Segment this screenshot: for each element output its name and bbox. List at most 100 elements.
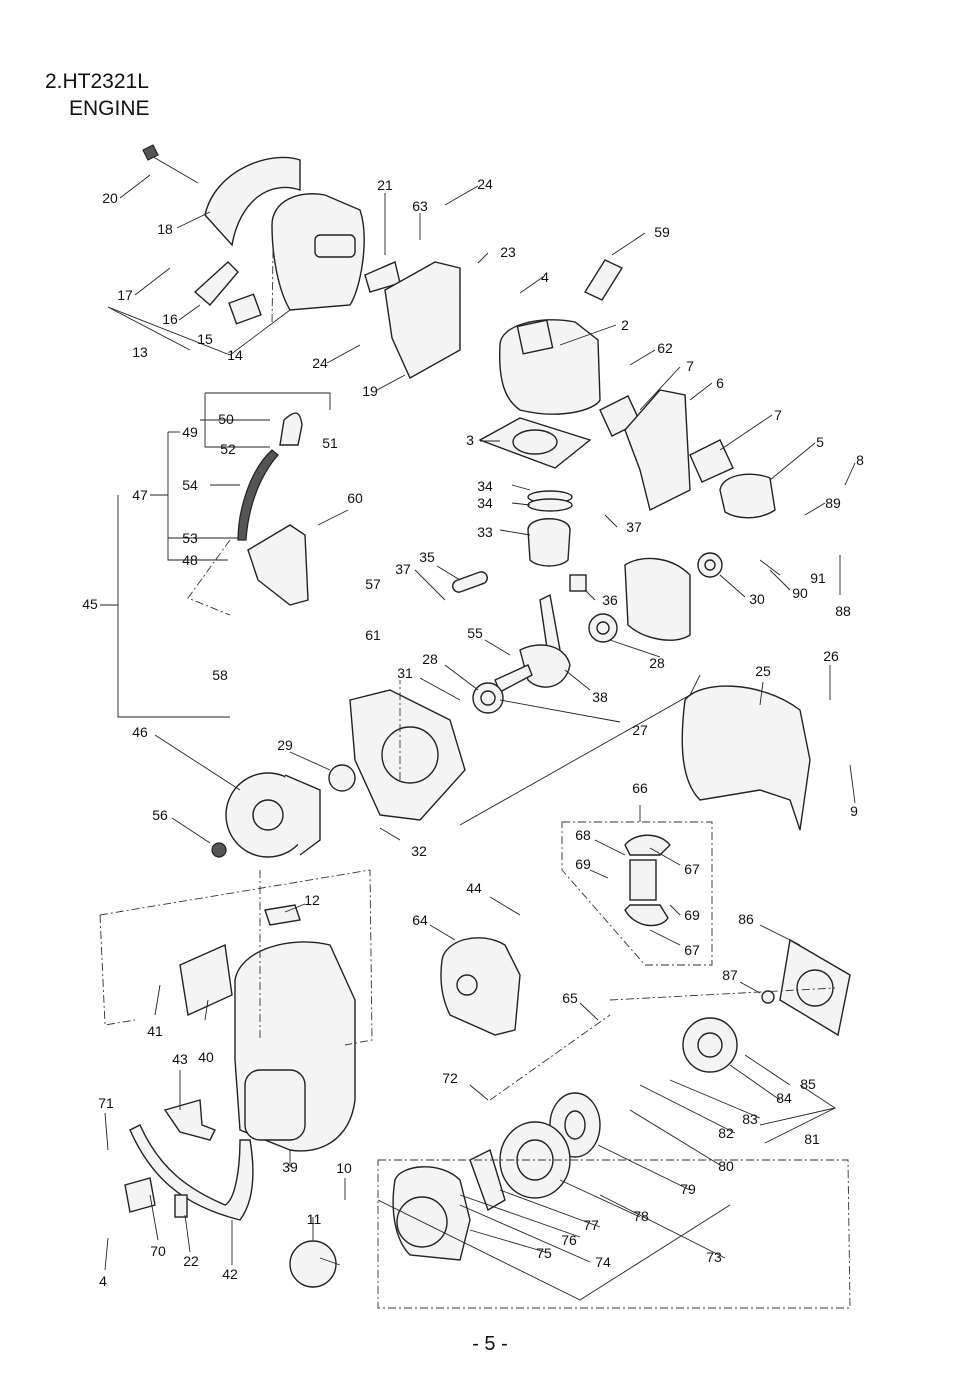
part-number-label: 56 (152, 807, 168, 823)
part-number-label: 18 (157, 221, 173, 237)
part-number-label: 74 (595, 1254, 611, 1270)
o-ring-11 (289, 1240, 337, 1288)
part-number-label: 66 (632, 780, 648, 796)
nut-56 (211, 842, 227, 858)
part-number-label: 25 (755, 663, 771, 679)
part-number-label: 65 (562, 990, 578, 1006)
part-number-label: 29 (277, 737, 293, 753)
part-number-label: 80 (718, 1158, 734, 1174)
part-number-label: 61 (365, 627, 381, 643)
part-number-label: 36 (602, 592, 618, 608)
diagram-title: 2.HT2321L ENGINE (45, 68, 150, 122)
heat-shield (624, 389, 691, 512)
part-number-label: 15 (197, 331, 213, 347)
part-number-label: 50 (218, 411, 234, 427)
section-name: ENGINE (69, 97, 150, 120)
part-number-label: 7 (774, 407, 782, 423)
clutch-shoe-a (624, 834, 671, 856)
part-number-label: 46 (132, 724, 148, 740)
label-12 (264, 904, 301, 926)
part-number-label: 60 (347, 490, 363, 506)
needle-bearing (569, 574, 587, 592)
part-number-label: 67 (684, 861, 700, 877)
part-number-label: 43 (172, 1051, 188, 1067)
part-number-label: 75 (536, 1245, 552, 1261)
part-number-label: 85 (800, 1076, 816, 1092)
part-number-label: 49 (182, 424, 198, 440)
leader-lines (100, 174, 856, 1301)
part-number-label: 83 (742, 1111, 758, 1127)
part-number-label: 55 (467, 625, 483, 641)
part-number-label: 70 (150, 1243, 166, 1259)
air-cleaner-grille (314, 234, 356, 258)
part-number-label: 47 (132, 487, 148, 503)
part-number-label: 59 (654, 224, 670, 240)
piston-pin (452, 571, 488, 593)
part-number-label: 14 (227, 347, 243, 363)
part-number-label: 31 (397, 665, 413, 681)
clutch-shoe-b (624, 904, 669, 927)
part-number-label: 71 (98, 1095, 114, 1111)
fan-cover (681, 685, 811, 831)
part-number-label: 28 (422, 651, 438, 667)
part-number-label: 67 (684, 942, 700, 958)
top-cover (204, 156, 301, 247)
part-number-label: 17 (117, 287, 133, 303)
part-number-label: 28 (649, 655, 665, 671)
crankshaft (519, 644, 571, 688)
starter-handle (469, 1149, 506, 1212)
part-number-label: 84 (776, 1090, 792, 1106)
piston (527, 518, 571, 567)
part-number-label: 88 (835, 603, 851, 619)
part-number-label: 11 (307, 1211, 322, 1227)
part-number-label: 52 (220, 441, 236, 457)
clutch-housing (440, 937, 521, 1036)
part-number-label: 64 (412, 912, 428, 928)
part-number-label: 10 (336, 1160, 352, 1176)
part-number-label: 63 (412, 198, 428, 214)
part-number-label: 12 (304, 892, 320, 908)
spark-plug (583, 259, 624, 301)
part-number-label: 54 (182, 477, 198, 493)
part-number-label: 9 (850, 803, 858, 819)
part-number-label: 72 (442, 1070, 458, 1086)
part-number-label: 22 (183, 1253, 199, 1269)
spring-70 (124, 1177, 156, 1213)
part-number-label: 73 (706, 1249, 722, 1265)
part-number-label: 91 (810, 570, 826, 586)
part-number-label: 41 (147, 1023, 163, 1039)
part-number-label: 62 (657, 340, 673, 356)
part-number-label: 13 (132, 344, 148, 360)
shroud-window (244, 1069, 306, 1141)
part-number-label: 77 (583, 1217, 599, 1233)
ignition-coil (247, 524, 309, 606)
part-number-label: 27 (632, 722, 648, 738)
part-number-label: 5 (816, 434, 824, 450)
part-number-label: 79 (680, 1181, 696, 1197)
part-number-label: 68 (575, 827, 591, 843)
pin-22 (174, 1194, 188, 1218)
part-number-label: 6 (716, 375, 724, 391)
bracket-43 (163, 1099, 216, 1141)
part-number-label: 37 (626, 519, 642, 535)
part-number-label: 21 (377, 177, 393, 193)
part-number-label: 40 (198, 1049, 214, 1065)
part-number-label: 24 (312, 355, 328, 371)
part-number-label: 2 (621, 317, 629, 333)
part-number-label: 24 (477, 176, 493, 192)
part-number-label: 42 (222, 1266, 238, 1282)
part-number-label: 30 (749, 591, 765, 607)
part-number-label: 45 (82, 596, 98, 612)
part-number-label: 4 (541, 269, 549, 285)
part-number-label: 4 (99, 1273, 107, 1289)
part-number-label: 37 (395, 561, 411, 577)
part-number-label: 81 (804, 1131, 820, 1147)
bracket-19 (384, 261, 461, 379)
plug-cap (279, 412, 303, 446)
carburetor (719, 473, 776, 519)
cylinder-head (516, 319, 554, 355)
part-number-label: 89 (825, 495, 841, 511)
part-number-label: 76 (561, 1232, 577, 1248)
hi-tension-cord (237, 449, 279, 541)
